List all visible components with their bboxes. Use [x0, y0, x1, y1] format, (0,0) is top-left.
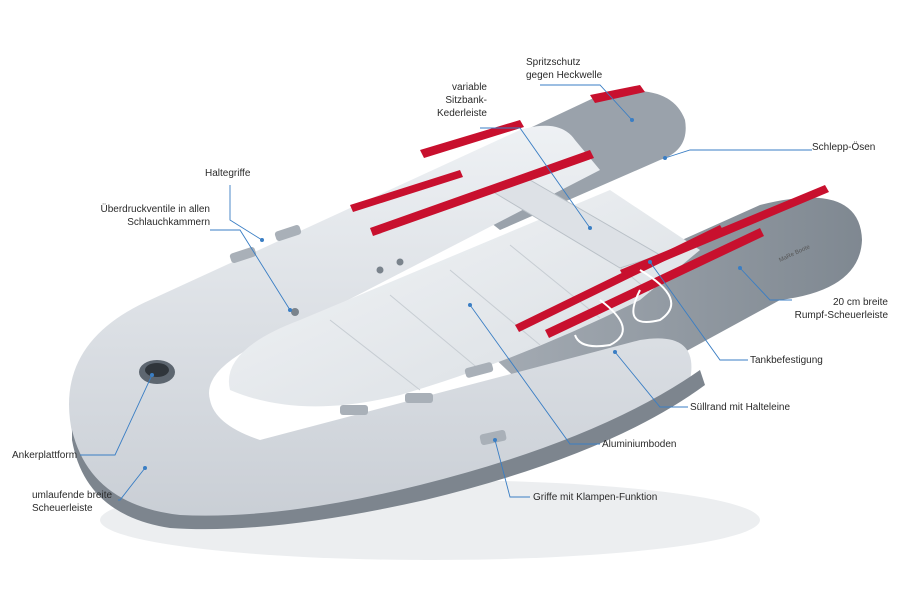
red-keder-strips — [350, 85, 829, 338]
label-tankbefestigung: Tankbefestigung — [750, 355, 823, 366]
label-ankerplattform: Ankerplattform — [12, 450, 78, 461]
label-schlepp-oesen: Schlepp-Ösen — [812, 142, 876, 153]
label-scheuerleiste: umlaufende breite Scheuerleiste — [32, 490, 113, 514]
label-suellrand: Süllrand mit Halteleine — [690, 402, 791, 413]
valves — [291, 258, 404, 316]
label-spritzschutz: Spritzschutz gegen Heckwelle — [526, 57, 603, 81]
label-sitzbank: variable Sitzbank- Kederleiste — [436, 82, 487, 119]
rub-strake — [72, 370, 705, 530]
label-aluminiumboden: Aluminiumboden — [602, 439, 677, 450]
label-ueberdruckventile: Überdruckventile in allen Schlauchkammer… — [100, 204, 210, 228]
label-griffe-klampen: Griffe mit Klampen-Funktion — [533, 492, 658, 503]
port-tube — [69, 125, 692, 523]
handles — [229, 225, 507, 446]
leader-lines — [80, 84, 812, 501]
label-haltegriffe: Haltegriffe — [205, 168, 251, 179]
rope — [574, 299, 624, 348]
label-rumpf-scheuerleiste: 20 cm breite Rumpf-Scheuerleiste — [794, 297, 888, 321]
